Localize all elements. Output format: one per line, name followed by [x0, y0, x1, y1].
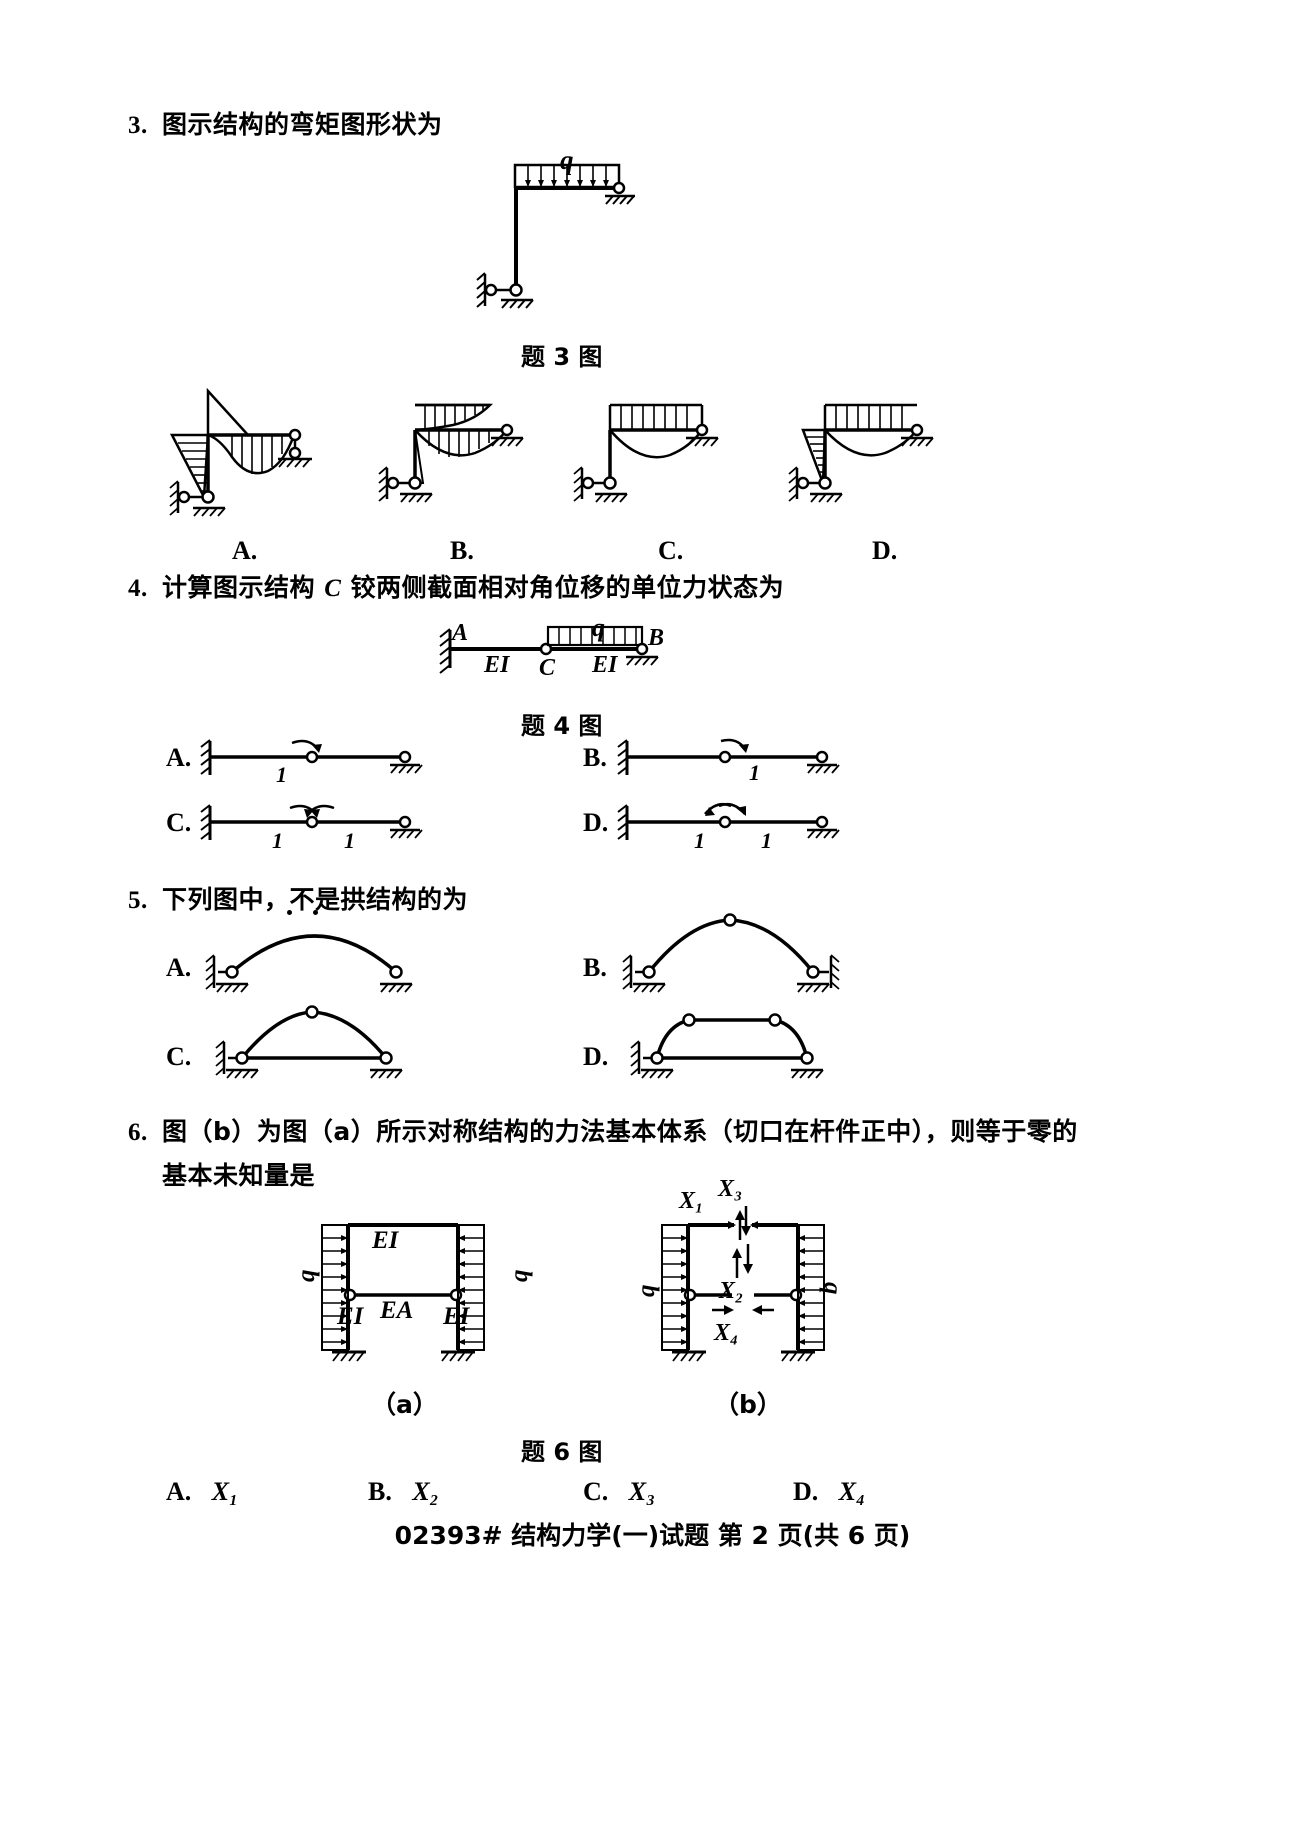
q6b-label-X4: X₄ — [714, 1320, 739, 1346]
q5-option-c-diagram — [215, 1005, 403, 1079]
q4-label-B: B — [648, 625, 665, 651]
q3-option-b-diagram — [378, 403, 524, 503]
question-3-structure-figure — [476, 163, 635, 309]
q4-label-A: A — [452, 620, 469, 646]
q6-option-c-value: X₃ — [628, 1477, 656, 1506]
question-3-body: 图示结构的弯矩图形状为 — [162, 110, 443, 139]
q4-label-EI-right: EI — [592, 652, 618, 678]
q6a-load-label-q-left: q — [293, 1269, 320, 1283]
q6-subfigure-a — [321, 1223, 485, 1362]
q4-option-a-label[interactable]: A. — [166, 743, 192, 772]
q4-option-b-diagram — [617, 738, 840, 775]
q5-option-d-diagram — [630, 1013, 824, 1079]
q6b-load-label-q-left: q — [633, 1284, 660, 1298]
q5-option-a-label[interactable]: A. — [166, 953, 192, 982]
emphasis-dot-2 — [313, 910, 318, 915]
q4-option-d-unit-right: 1 — [761, 828, 772, 853]
question-6-number: 6. — [128, 1119, 148, 1146]
question-6-body-1: 图（b）为图（a）所示对称结构的力法基本体系（切口在杆件正中），则等于零的 — [162, 1117, 1078, 1146]
question-3-number: 3. — [128, 112, 148, 139]
question-6-body-2: 基本未知量是 — [162, 1161, 316, 1190]
q4-option-d-diagram — [617, 803, 840, 840]
q4-option-d-unit-left: 1 — [694, 828, 705, 853]
q5-option-c-label[interactable]: C. — [166, 1042, 192, 1071]
question-6-text-line2: 基本未知量是 — [162, 1156, 315, 1192]
q6b-load-label-q-right: q — [819, 1282, 846, 1295]
q3-figure-caption: 题 3 图 — [521, 343, 603, 371]
emphasis-dot-1 — [287, 910, 292, 915]
question-4-number: 4. — [128, 575, 148, 602]
q6a-label-EI-top: EI — [372, 1227, 399, 1254]
page-footer: 02393# 结构力学(一)试题 第 2 页(共 6 页) — [394, 1521, 911, 1550]
q3-option-c-diagram — [573, 403, 719, 503]
q5-option-d-label[interactable]: D. — [583, 1042, 609, 1071]
q5-option-b-label[interactable]: B. — [583, 953, 607, 982]
q6-option-a-label: A. — [166, 1477, 192, 1506]
q6a-label-EI-right: EI — [443, 1303, 470, 1330]
q3-option-b-label[interactable]: B. — [450, 536, 474, 565]
q6-option-a-value: X₁ — [211, 1477, 239, 1506]
question-4-structure-figure — [439, 625, 659, 674]
question-4-hinge-label: C — [324, 575, 342, 602]
question-3-text: 3. 图示结构的弯矩图形状为 — [128, 105, 443, 141]
q5-option-a-diagram — [205, 934, 413, 993]
q6-option-d[interactable]: D. X₄ — [793, 1477, 865, 1507]
q4-option-b-label[interactable]: B. — [583, 743, 607, 772]
q6b-label-X2: X₂ — [719, 1278, 744, 1304]
q6b-label-X3: X₃ — [718, 1176, 743, 1202]
q4-label-C: C — [539, 655, 556, 681]
question-6-text-line1: 6. 图（b）为图（a）所示对称结构的力法基本体系（切口在杆件正中），则等于零的 — [128, 1112, 1078, 1148]
q4-option-c-unit-left: 1 — [272, 828, 283, 853]
question-5-number: 5. — [128, 887, 148, 914]
question-5-body: 下列图中，不是拱结构的为 — [162, 885, 469, 914]
question-4-text: 4. 计算图示结构 C 铰两侧截面相对角位移的单位力状态为 — [128, 568, 784, 604]
q5-option-b-diagram — [622, 913, 840, 993]
q4-option-a-diagram — [200, 739, 423, 775]
q6-subfigure-b — [661, 1206, 825, 1362]
question-4-part2: 铰两侧截面相对角位移的单位力状态为 — [341, 573, 785, 602]
q6-option-b-value: X₂ — [412, 1477, 439, 1506]
q3-option-a-label[interactable]: A. — [232, 536, 258, 565]
q6a-load-label-q-right: q — [506, 1269, 533, 1283]
q6-option-a[interactable]: A. X₁ — [166, 1477, 238, 1507]
q6-option-c[interactable]: C. X₃ — [583, 1477, 655, 1507]
q6a-label-EI-left: EI — [337, 1303, 364, 1330]
q6-subfigure-a-tag: （a） — [371, 1390, 438, 1419]
q4-option-d-label[interactable]: D. — [583, 808, 609, 837]
q6b-label-X1: X₁ — [679, 1188, 704, 1214]
q3-option-d-diagram — [788, 403, 934, 503]
q4-option-c-unit-right: 1 — [344, 828, 355, 853]
q4-option-b-unit: 1 — [749, 760, 760, 785]
q6-subfigure-b-tag: （b） — [714, 1390, 782, 1419]
q3-load-label-q: q — [560, 145, 574, 175]
q4-option-a-unit: 1 — [276, 762, 287, 787]
q6-option-d-label: D. — [793, 1477, 819, 1506]
q6-option-b-label: B. — [368, 1477, 392, 1506]
q4-label-EI-left: EI — [484, 652, 510, 678]
question-5-text: 5. 下列图中，不是拱结构的为 — [128, 880, 468, 916]
q4-load-label-q: q — [592, 613, 605, 642]
q6-option-d-value: X₄ — [838, 1477, 866, 1506]
q6-option-c-label: C. — [583, 1477, 609, 1506]
q4-option-c-label[interactable]: C. — [166, 808, 192, 837]
q6-figure-caption: 题 6 图 — [521, 1438, 603, 1466]
q3-option-a-diagram — [169, 387, 312, 517]
q3-option-d-label[interactable]: D. — [872, 536, 898, 565]
q6a-label-EA: EA — [380, 1297, 414, 1324]
question-4-part1: 计算图示结构 — [162, 573, 325, 602]
q3-option-c-label[interactable]: C. — [658, 536, 684, 565]
q4-figure-caption: 题 4 图 — [521, 712, 603, 740]
q6-option-b[interactable]: B. X₂ — [368, 1477, 439, 1507]
q4-option-c-diagram — [200, 804, 423, 840]
